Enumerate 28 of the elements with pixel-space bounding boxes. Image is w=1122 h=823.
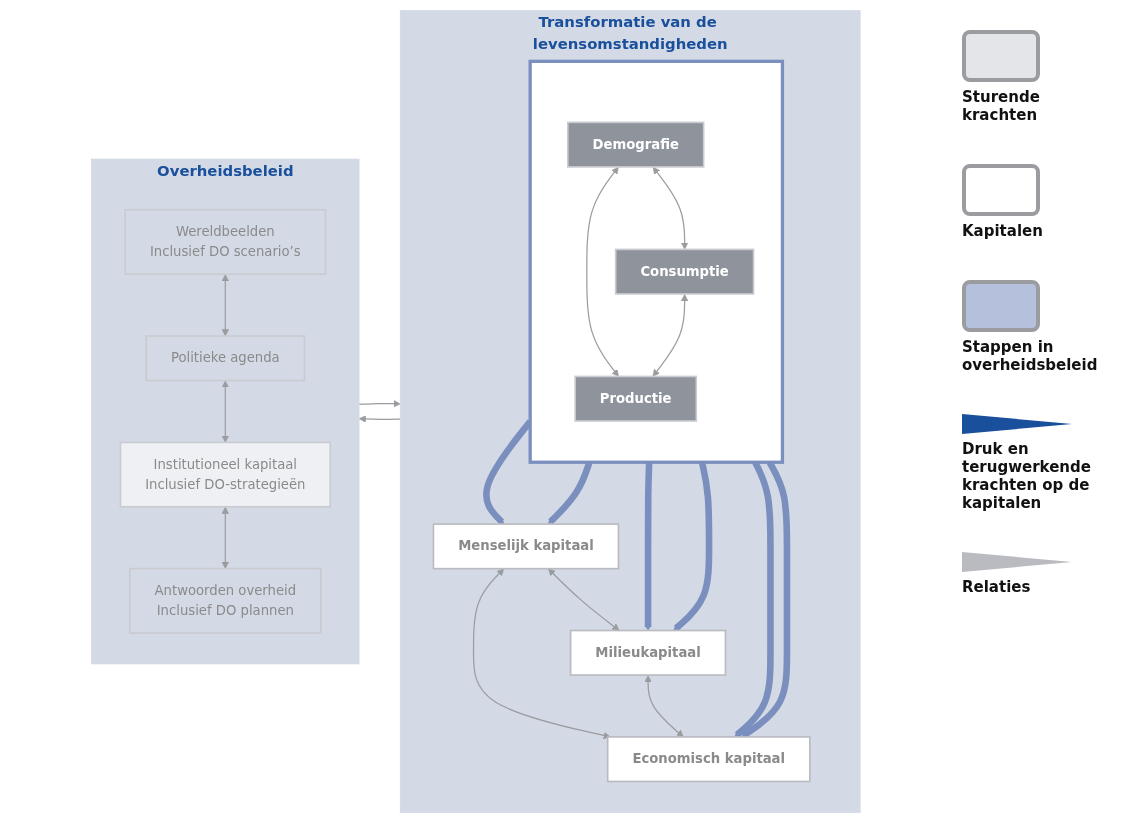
- node-box: Wereldbeelden Inclusief DO scenario’s: [124, 209, 327, 275]
- arrow: [548, 568, 620, 631]
- arrow: [358, 415, 402, 423]
- legend-text: Kapitalen: [962, 222, 1044, 240]
- arrow: [473, 568, 611, 739]
- node-box: Menselijk kapitaal: [432, 523, 620, 570]
- arrow: [221, 380, 230, 443]
- node-box: Consumptie: [614, 248, 755, 295]
- node-box: Productie: [574, 375, 698, 422]
- legend-text: Sturende krachten: [962, 88, 1041, 124]
- arrow: [652, 293, 689, 377]
- cluster: [528, 59, 785, 464]
- arrow: [644, 675, 684, 738]
- legend-text: Relaties: [962, 578, 1032, 596]
- node-box: Economisch kapitaal: [607, 736, 811, 783]
- arrow: [221, 506, 230, 569]
- arrow: [221, 274, 230, 337]
- node-box: Milieukapitaal: [569, 629, 727, 676]
- arrow: [652, 166, 689, 250]
- node-box: Politieke agenda: [145, 335, 306, 382]
- arrow: [586, 166, 619, 377]
- node-box: Antwoorden overheid Inclusief DO plannen: [129, 567, 322, 634]
- node-box: Demografie: [567, 121, 705, 168]
- node-box: Institutioneel kapitaal Inclusief DO-strategieën: [119, 441, 332, 508]
- legend-text: Stappen in overheidsbeleid: [962, 338, 1099, 374]
- legend-text: Druk en terugwerkende krachten op de kapitalen: [962, 440, 1092, 512]
- arrow: [358, 400, 401, 408]
- arrow: [644, 462, 653, 631]
